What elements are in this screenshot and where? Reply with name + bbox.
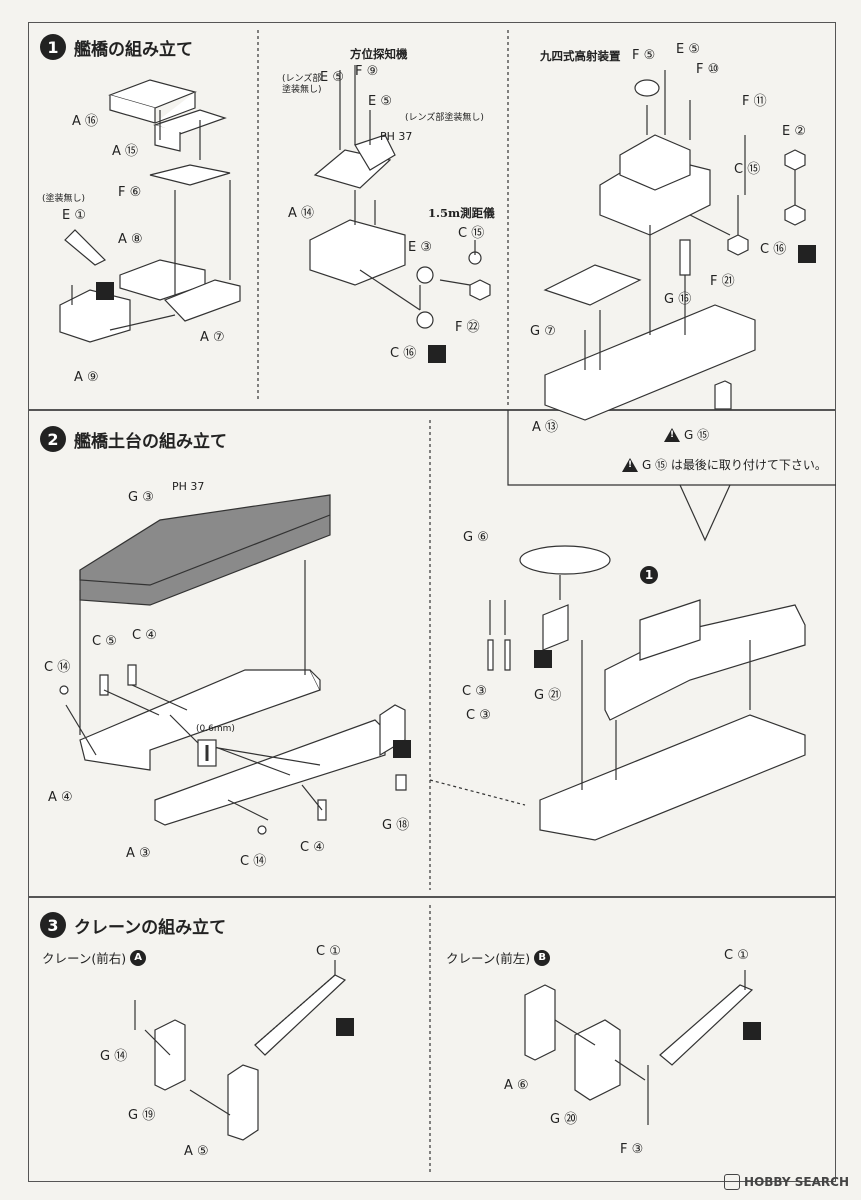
label-a8: A ⑧	[118, 232, 143, 247]
label-e1: E ①	[62, 208, 87, 223]
label-ph37-a: PH 37	[380, 130, 413, 143]
label-a6: A ⑥	[504, 1078, 529, 1093]
sub-aa-director: 九四式高射装置	[540, 49, 621, 63]
label-g21: G ㉑	[534, 688, 562, 703]
label-f9: F ⑨	[355, 64, 379, 79]
label-ph37-b: PH 37	[172, 480, 205, 493]
step3-heading: 3 クレーンの組み立て	[40, 912, 226, 938]
label-c14b: C ⑭	[240, 854, 267, 869]
label-a15: A ⑮	[112, 144, 139, 159]
label-a9: A ⑨	[74, 370, 99, 385]
label-a5: A ⑤	[184, 1144, 209, 1159]
label-c1a: C ①	[316, 944, 341, 959]
sub-direction-finder: 方位探知機	[350, 47, 408, 61]
step1-frame	[28, 22, 836, 410]
label-c5: C ⑤	[92, 634, 117, 649]
warning-icon-2	[622, 457, 638, 472]
label-e3: E ③	[408, 240, 433, 255]
label-c1b: C ①	[724, 948, 749, 963]
label-c16a: C ⑯	[390, 346, 417, 361]
step2-title: 艦橋土台の組み立て	[74, 431, 227, 452]
warning-g15-label: G ⑮	[684, 428, 710, 442]
step2-number: 2	[40, 426, 66, 452]
label-c15a: C ⑮	[458, 226, 485, 241]
step1-number: 1	[40, 34, 66, 60]
label-a7: A ⑦	[200, 330, 225, 345]
warning-icon	[664, 427, 680, 442]
note-attach-last-text: G ⑮ は最後に取り付けて下さい。	[642, 458, 827, 472]
label-paint-none: (塗装無し)	[42, 194, 86, 204]
step2-frame	[28, 410, 836, 897]
label-a3: A ③	[126, 846, 151, 861]
label-g16: G ⑯	[664, 292, 692, 307]
label-e5c: E ⑤	[676, 42, 701, 57]
hobby-search-logo-icon	[724, 1174, 741, 1190]
label-f22: F ㉒	[455, 320, 480, 335]
label-lens-note-2: (レンズ部塗装無し)	[405, 113, 484, 123]
label-f5: F ⑤	[632, 48, 656, 63]
label-f3: F ③	[620, 1142, 644, 1157]
label-g14: G ⑭	[100, 1049, 128, 1064]
label-f10: F ⑩	[696, 62, 720, 77]
label-c3a: C ③	[462, 684, 487, 699]
step1-heading: 1 艦橋の組み立て	[40, 34, 193, 60]
label-lens-note: (レンズ部塗装無し)	[282, 74, 322, 95]
label-c15b: C ⑮	[734, 162, 761, 177]
label-g18: G ⑱	[382, 818, 410, 833]
step3-title: クレーンの組み立て	[74, 917, 227, 938]
label-e2: E ②	[782, 124, 807, 139]
watermark: HOBBY SEARCH	[724, 1174, 849, 1190]
label-f6: F ⑥	[118, 185, 142, 200]
watermark-text: HOBBY SEARCH	[744, 1175, 849, 1189]
label-f11: F ⑪	[742, 94, 767, 109]
crane-right-badge: A	[130, 949, 147, 966]
label-a4: A ④	[48, 790, 73, 805]
label-drill-size: (0.6mm)	[196, 724, 235, 734]
label-g19: G ⑲	[128, 1108, 156, 1123]
label-c14a: C ⑭	[44, 660, 71, 675]
step3-number: 3	[40, 912, 66, 938]
label-a16: A ⑯	[72, 114, 99, 129]
label-e5b: E ⑤	[368, 94, 393, 109]
crane-left-badge: B	[534, 949, 551, 966]
label-e5a: E ⑤	[320, 70, 345, 85]
step2-heading: 2 艦橋土台の組み立て	[40, 426, 227, 452]
step3-frame	[28, 897, 836, 1182]
warning-g15: G ⑮	[664, 426, 709, 443]
label-c4b: C ④	[300, 840, 325, 855]
label-a14: A ⑭	[288, 206, 315, 221]
sub-rangefinder: 1.5m測距儀	[428, 206, 495, 220]
crane-right-caption: クレーン(前右) A	[42, 948, 147, 967]
label-f21: F ㉑	[710, 274, 735, 289]
label-a13: A ⑬	[532, 420, 559, 435]
label-g6: G ⑥	[463, 530, 489, 545]
step1-reference-badge: 1	[640, 566, 658, 584]
crane-right-caption-text: クレーン(前右)	[42, 951, 127, 966]
label-c16b: C ⑯	[760, 242, 787, 257]
crane-left-caption-text: クレーン(前左)	[446, 951, 531, 966]
note-attach-last: G ⑮ は最後に取り付けて下さい。	[622, 456, 827, 473]
step1-title: 艦橋の組み立て	[74, 39, 193, 60]
crane-left-caption: クレーン(前左) B	[446, 948, 551, 967]
label-c4a: C ④	[132, 628, 157, 643]
label-c3b: C ③	[466, 708, 491, 723]
label-g3: G ③	[128, 490, 154, 505]
label-g20: G ⑳	[550, 1112, 578, 1127]
label-g7: G ⑦	[530, 324, 556, 339]
